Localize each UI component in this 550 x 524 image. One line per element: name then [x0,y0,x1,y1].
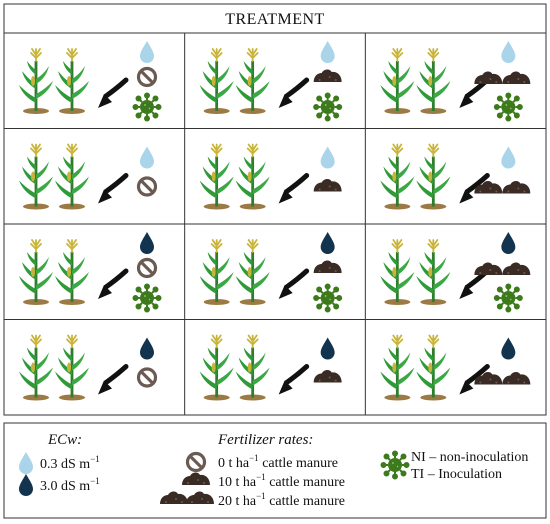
microbe-icon [132,283,162,313]
legend-fert-0: 0 t ha−1 cattle manure [218,453,338,471]
legend-ecw-high: 3.0 dS m−1 [40,476,100,494]
grid-lines [4,33,546,415]
legend-fert-20: 20 t ha−1 cattle manure [218,491,345,509]
legend-ecw-heading: ECw: [47,432,82,448]
legend-ti: TI – Inoculation [411,467,502,482]
microbe-icon [313,283,343,313]
title-box [3,3,547,34]
legend-fert-10: 10 t ha−1 cattle manure [218,472,345,490]
microbe-icon [132,92,162,122]
legend-ecw-low: 0.3 dS m−1 [40,454,100,472]
legend-box [3,422,547,519]
microbe-icon [493,92,523,122]
legend: ECw: 0.3 dS m−1 3.0 dS m−1 Fertilizer ra… [19,432,528,509]
microbe-icon [493,283,523,313]
title: TREATMENT [225,11,325,28]
microbe-icon [380,450,410,480]
microbe-icon [313,92,343,122]
legend-fert-heading: Fertilizer rates: [217,432,313,448]
legend-ni: NI – non-inoculation [411,450,528,465]
